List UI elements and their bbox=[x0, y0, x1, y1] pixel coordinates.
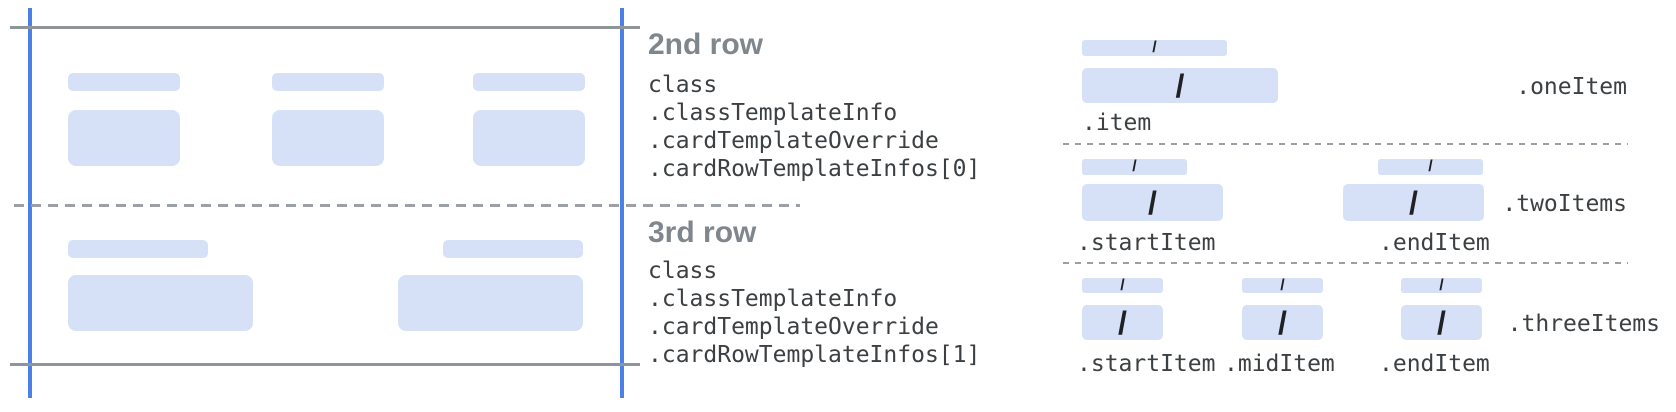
item-value-bar: / bbox=[1082, 68, 1278, 103]
row2-col1-label-placeholder bbox=[68, 73, 180, 91]
row3-class-path-line: .classTemplateInfo bbox=[648, 286, 898, 312]
slash-icon: / bbox=[1278, 304, 1287, 341]
card-top-edge-line bbox=[10, 26, 640, 29]
row3-class-path-line: .cardTemplateOverride bbox=[648, 314, 939, 340]
slash-icon: / bbox=[1428, 158, 1433, 175]
end-item-value-bar: / bbox=[1401, 305, 1482, 340]
row3-col1-value-placeholder bbox=[68, 275, 253, 331]
end-item-label: .endItem bbox=[1379, 351, 1490, 377]
mid-item-label: .midItem bbox=[1224, 351, 1335, 377]
end-item-label: .endItem bbox=[1379, 230, 1490, 256]
row3-class-path-line: .cardRowTemplateInfos[1] bbox=[648, 342, 981, 368]
start-item-label-bar: / bbox=[1082, 159, 1187, 175]
slash-icon: / bbox=[1152, 39, 1157, 56]
mid-item-label-bar: / bbox=[1242, 276, 1323, 294]
slash-icon: / bbox=[1439, 276, 1444, 294]
row2-class-path-line: .cardRowTemplateInfos[0] bbox=[648, 156, 981, 182]
row2-heading: 2nd row bbox=[648, 28, 764, 61]
section-divider-dashed-line bbox=[1063, 262, 1628, 264]
row2-col3-value-placeholder bbox=[473, 110, 585, 166]
row3-col2-label-placeholder bbox=[443, 240, 583, 258]
three-items-section-label: .threeItems bbox=[1507, 311, 1660, 337]
slash-icon: / bbox=[1409, 184, 1418, 221]
two-items-section-label: .twoItems bbox=[1502, 191, 1627, 217]
row2-class-path-line: .classTemplateInfo bbox=[648, 100, 898, 126]
row2-col2-value-placeholder bbox=[272, 110, 384, 166]
card-row-divider-dashed-line bbox=[14, 204, 800, 207]
end-item-label-bar: / bbox=[1401, 276, 1482, 294]
end-item-label-bar: / bbox=[1378, 159, 1483, 175]
mid-item-value-bar: / bbox=[1242, 305, 1323, 340]
section-divider-dashed-line bbox=[1063, 143, 1628, 145]
row2-col3-label-placeholder bbox=[473, 73, 585, 91]
row2-col1-value-placeholder bbox=[68, 110, 180, 166]
start-item-label: .startItem bbox=[1077, 230, 1216, 256]
start-item-label: .startItem bbox=[1077, 351, 1216, 377]
end-item-value-bar: / bbox=[1343, 184, 1484, 221]
item-label-bar: / bbox=[1082, 40, 1227, 56]
start-item-value-bar: / bbox=[1082, 305, 1163, 340]
row2-class-path-line: .cardTemplateOverride bbox=[648, 128, 939, 154]
slash-icon: / bbox=[1175, 67, 1185, 104]
slash-icon: / bbox=[1437, 304, 1446, 341]
start-item-value-bar: / bbox=[1082, 184, 1223, 221]
row3-col1-label-placeholder bbox=[68, 240, 208, 258]
slash-icon: / bbox=[1118, 304, 1127, 341]
slash-icon: / bbox=[1148, 184, 1157, 221]
slash-icon: / bbox=[1120, 276, 1125, 294]
row3-heading: 3rd row bbox=[648, 216, 757, 249]
card-left-edge-line bbox=[28, 8, 32, 398]
row3-class-path-line: class bbox=[648, 258, 718, 284]
one-item-section-label: .oneItem bbox=[1516, 74, 1627, 100]
row2-col2-label-placeholder bbox=[272, 73, 384, 91]
slash-icon: / bbox=[1132, 158, 1137, 175]
row3-col2-value-placeholder bbox=[398, 275, 583, 331]
item-label: .item bbox=[1082, 110, 1152, 136]
start-item-label-bar: / bbox=[1082, 276, 1163, 294]
card-right-edge-line bbox=[620, 8, 624, 398]
slash-icon: / bbox=[1280, 276, 1285, 294]
card-bottom-edge-line bbox=[10, 363, 640, 366]
row2-class-path-line: class bbox=[648, 72, 718, 98]
